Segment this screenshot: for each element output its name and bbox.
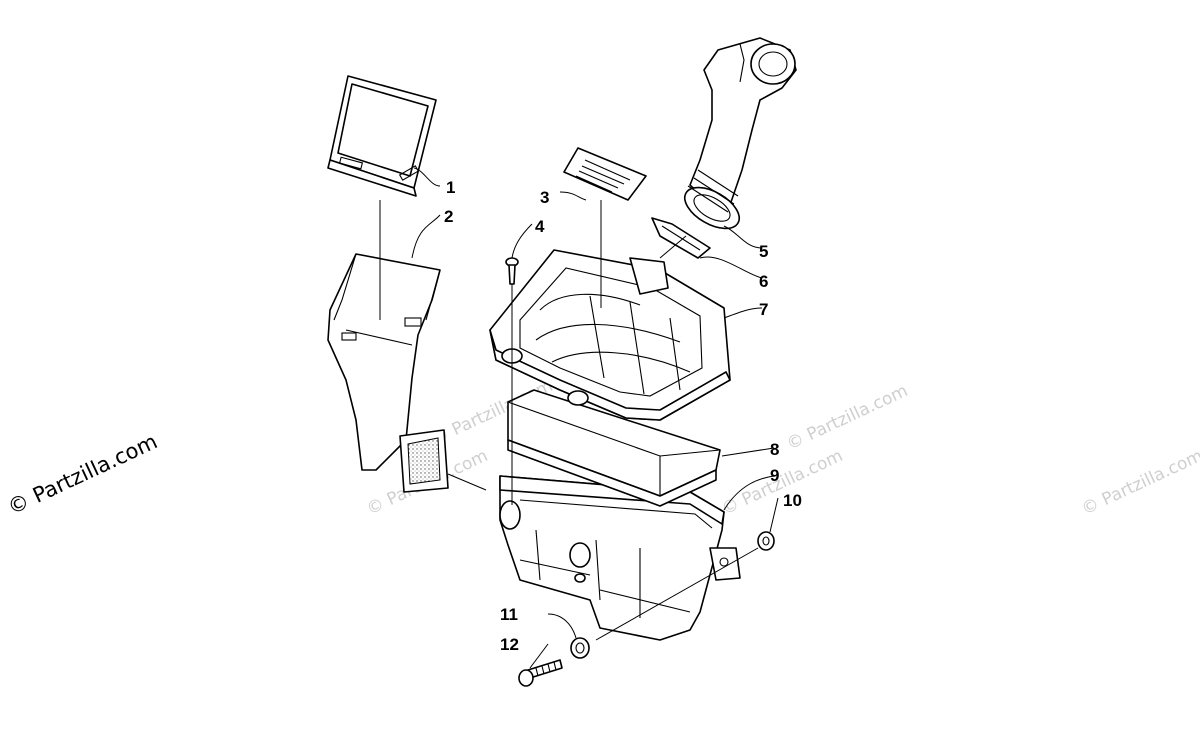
part-4-screw [505, 257, 519, 285]
part-2-intake-duct [327, 253, 449, 493]
part-8-foam-filter [507, 389, 721, 507]
leader-lines [379, 167, 779, 669]
ghost-watermarks: © Partzilla.com © Partzilla.com © Partzi… [364, 376, 1200, 520]
part-7-airbox-lid [489, 249, 731, 421]
part-3-warning-label [563, 147, 647, 201]
part-5-intake-boot [684, 37, 797, 230]
part-9-airbox-base [499, 475, 741, 641]
callout-6: 6 [759, 272, 768, 291]
callout-3: 3 [540, 188, 549, 207]
callout-5: 5 [759, 242, 768, 261]
callout-7: 7 [759, 300, 768, 319]
part-11-grommet [570, 637, 590, 659]
callout-11: 11 [500, 605, 518, 624]
callout-10: 10 [783, 491, 802, 510]
callout-9: 9 [770, 466, 779, 485]
callout-1: 1 [446, 178, 455, 197]
part-12-bolt [518, 659, 563, 687]
callout-2: 2 [444, 207, 453, 226]
part-1-intake-screen [327, 75, 437, 197]
ghost-watermark: © Partzilla.com [1079, 446, 1200, 520]
part-10-grommet [757, 531, 775, 551]
callout-labels: 1 2 3 4 5 6 7 8 9 10 11 12 [444, 178, 802, 654]
ghost-watermark: © Partzilla.com [784, 381, 911, 455]
partzilla-watermark: © Partzilla.com [4, 429, 161, 519]
part-6-gasket [651, 217, 711, 259]
callout-4: 4 [535, 217, 545, 236]
callout-8: 8 [770, 440, 779, 459]
callout-12: 12 [500, 635, 519, 654]
